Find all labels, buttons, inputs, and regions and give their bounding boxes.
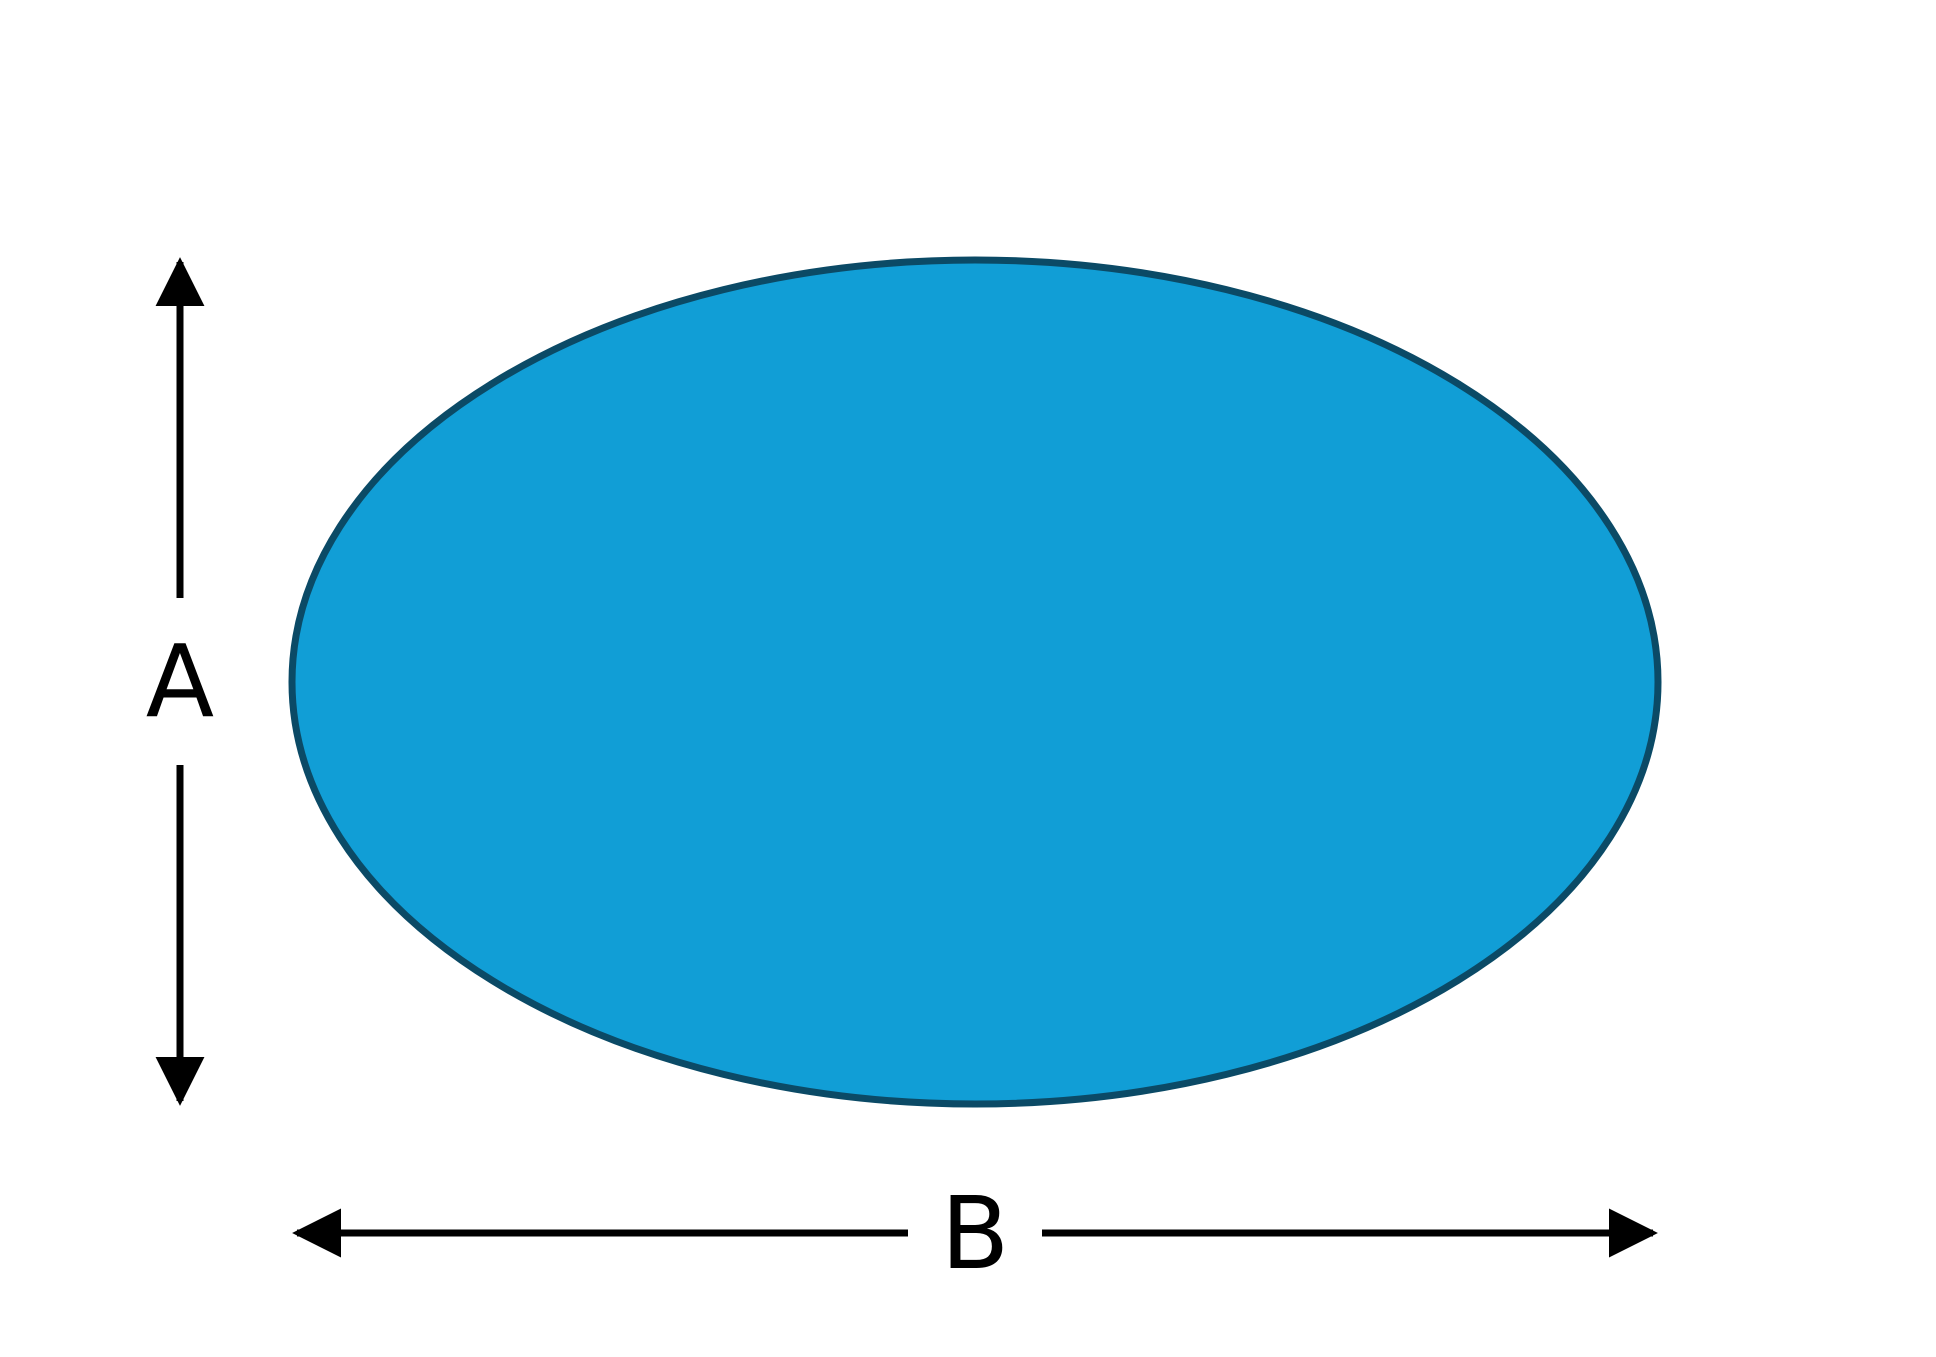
ellipse-shape xyxy=(288,256,1662,1108)
height-label: A xyxy=(146,623,214,740)
height-dimension: A xyxy=(146,257,214,1106)
width-dimension: B xyxy=(292,1175,1658,1292)
width-label: B xyxy=(941,1175,1010,1292)
